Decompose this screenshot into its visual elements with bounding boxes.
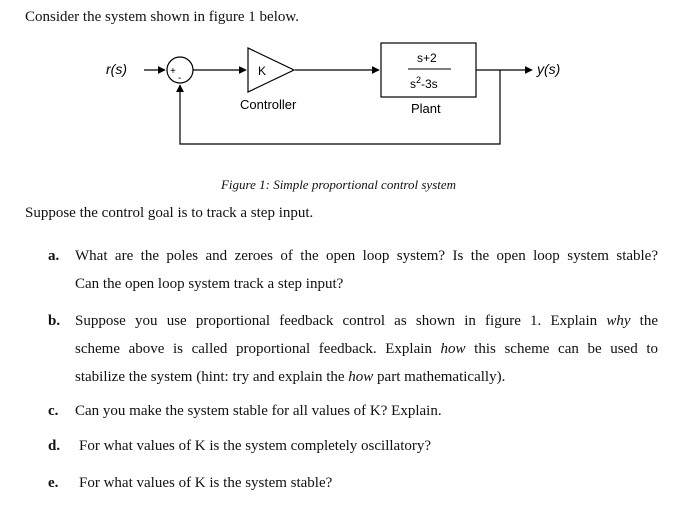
question-b: b. Suppose you use proportional feedback… [48,307,658,391]
question-text: Can you make the system stable for all v… [75,397,658,425]
controller-label: Controller [240,97,297,112]
question-a: a. What are the poles and zeroes of the … [48,242,658,298]
question-label: a. [48,248,60,264]
question-line: What are the poles and zeroes of the ope… [75,248,658,264]
question-d: d. For what values of K is the system co… [48,432,658,460]
controller-gain-block [247,47,296,93]
sum-minus-sign: - [178,73,181,84]
feedback-path [176,70,501,145]
output-label: y(s) [536,61,560,77]
question-e: e. For what values of K is the system st… [48,469,658,497]
question-line: For what values of K is the system stabl… [79,475,333,491]
question-line: Can the open loop system track a step in… [75,276,344,292]
question-label: d. [48,438,61,454]
plant-label: Plant [411,101,441,116]
question-label: b. [48,313,61,329]
intro-text: Consider the system shown in figure 1 be… [25,9,299,25]
question-line: Can you make the system stable for all v… [75,403,442,419]
figure-caption: Figure 1: Simple proportional control sy… [220,177,457,192]
question-line: stabilize the system (hint: try and expl… [75,369,506,385]
block-diagram: r(s) + - K Controller s+2 s2-3s Plant y(… [106,42,560,145]
question-line: Suppose you use proportional feedback co… [75,313,659,329]
question-text: For what values of K is the system compl… [79,432,662,460]
sum-plus-sign: + [170,66,176,77]
question-text: What are the poles and zeroes of the ope… [75,242,658,298]
control-goal-text: Suppose the control goal is to track a s… [25,205,314,221]
question-label: e. [48,475,59,491]
plant-numerator: s+2 [417,51,437,65]
controller-gain: K [258,64,266,78]
question-c: c. Can you make the system stable for al… [48,397,658,425]
question-line: For what values of K is the system compl… [79,438,432,454]
question-text: Suppose you use proportional feedback co… [75,307,658,391]
input-label: r(s) [106,61,127,77]
plant-denominator: s2-3s [410,75,438,91]
question-line: scheme above is called proportional feed… [75,341,658,357]
question-label: c. [48,403,59,419]
question-text: For what values of K is the system stabl… [79,469,662,497]
